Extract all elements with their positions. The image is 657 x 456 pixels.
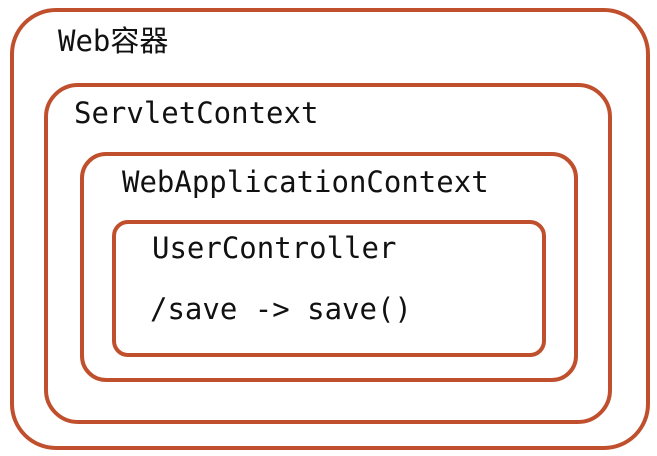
web-application-context-label: WebApplicationContext [122,165,489,199]
servlet-context-label: ServletContext [74,96,319,130]
web-container-label: Web容器 [58,24,169,58]
user-controller-box [112,220,546,357]
save-mapping-label: /save -> save() [150,292,412,326]
user-controller-label: UserController [152,231,397,265]
